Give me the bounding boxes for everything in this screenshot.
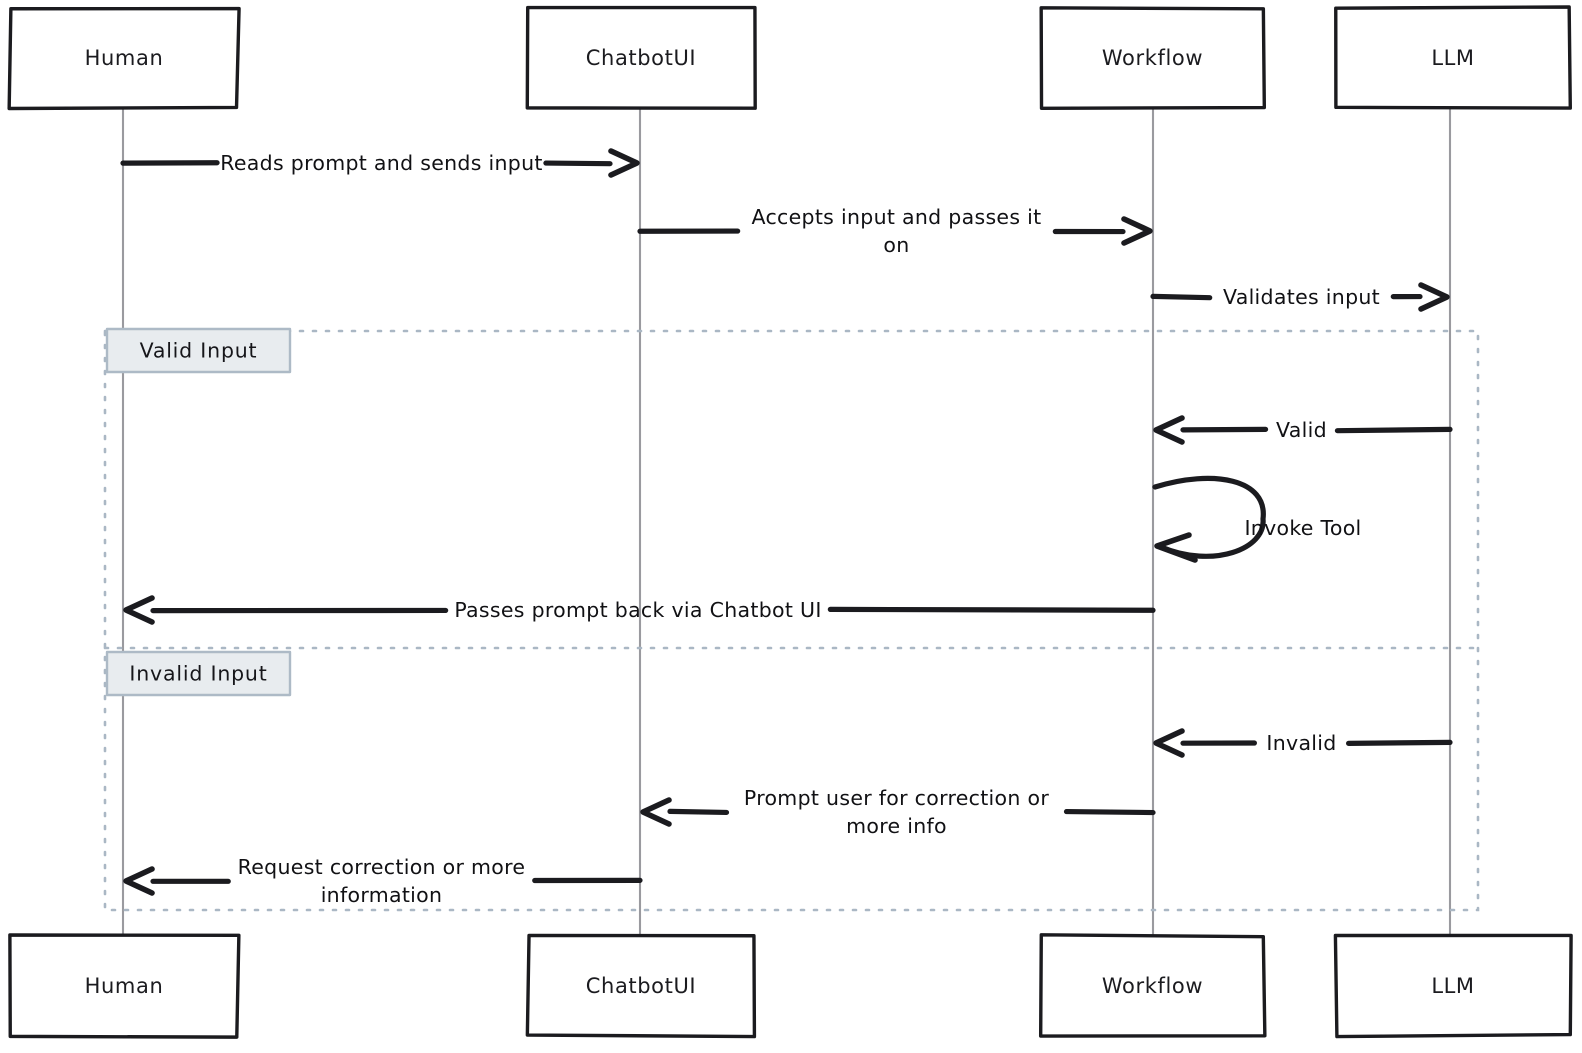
group-label-valid-input[interactable]: Valid Input [105, 327, 292, 374]
participant-box-workflow-top-outline [1039, 6, 1267, 110]
arrowhead-path [123, 595, 155, 625]
message-m6: Passes prompt back via Chatbot UI [123, 595, 1156, 625]
message-m4: Valid [1153, 415, 1453, 445]
message-m3: Validates input [1150, 282, 1450, 312]
participant-box-human-bottom-outline [8, 933, 241, 1039]
participant-chatbot-top[interactable]: ChatbotUI [525, 5, 757, 110]
participant-box-llm-bottom-outline [1333, 933, 1573, 1039]
participant-box-human-top [7, 6, 241, 111]
arrowhead-path [1153, 728, 1185, 758]
participant-human-top[interactable]: Human [7, 6, 241, 111]
participant-box-chatbot-top [525, 5, 757, 110]
message-label-m1: Reads prompt and sends input [220, 151, 543, 175]
message-m9: Request correction or more information [123, 855, 643, 907]
message-label-m7: Invalid [1266, 731, 1336, 755]
participant-llm-top[interactable]: LLM [1334, 5, 1572, 110]
participant-label-workflow-top: Workflow [1102, 46, 1203, 70]
participant-box-llm-top-outline [1334, 5, 1572, 110]
message-m2: Accepts input and passes it on [637, 205, 1153, 257]
message-label-m2-line2: on [883, 233, 909, 257]
arrowhead-path [1418, 282, 1450, 312]
group-label-box-invalid-input [105, 650, 292, 697]
message-m8: Prompt user for correction or more info [640, 786, 1156, 838]
message-m7: Invalid [1153, 728, 1453, 758]
participant-box-human-bottom [8, 933, 241, 1039]
participant-box-chatbot-bottom-outline [525, 933, 757, 1039]
message-line-m8-1 [667, 808, 730, 816]
participant-chatbot-bottom[interactable]: ChatbotUI [525, 933, 757, 1039]
participant-box-workflow-bottom-outline [1038, 933, 1267, 1038]
lifelines-layer [121, 108, 1452, 936]
arrowhead-path [123, 866, 155, 896]
participant-workflow-bottom[interactable]: Workflow [1038, 933, 1267, 1038]
message-m1: Reads prompt and sends input [120, 148, 640, 178]
arrowhead-path [1153, 415, 1185, 445]
arrowhead-icon [1153, 728, 1185, 758]
participant-label-llm-top: LLM [1431, 46, 1474, 70]
arrowhead-path [640, 797, 672, 827]
message-label-m6: Passes prompt back via Chatbot UI [454, 598, 821, 622]
message-label-m5: Invoke Tool [1244, 516, 1361, 540]
arrowhead-icon [1418, 282, 1450, 312]
message-line-m7-0 [1346, 739, 1453, 746]
participant-box-workflow-bottom [1038, 933, 1267, 1038]
message-label-m9-line1: Request correction or more [238, 855, 526, 879]
group-label-box-valid-input [105, 327, 292, 374]
participant-box-chatbot-bottom [525, 933, 757, 1039]
group-label-invalid-input[interactable]: Invalid Input [105, 650, 292, 697]
participant-label-workflow-bottom: Workflow [1102, 974, 1203, 998]
group-label-text-valid-input: Valid Input [140, 339, 258, 363]
participant-human-bottom[interactable]: Human [8, 933, 241, 1039]
arrowhead-icon [1153, 415, 1185, 445]
group-fragment-rect [103, 329, 1480, 912]
message-label-m3: Validates input [1223, 285, 1380, 309]
arrowhead-icon [123, 595, 155, 625]
participant-label-chatbot-bottom: ChatbotUI [586, 974, 696, 998]
arrowhead-path [608, 148, 640, 178]
participant-box-llm-top [1334, 5, 1572, 110]
participant-label-human-bottom: Human [85, 974, 164, 998]
message-label-m8-line2: more info [846, 814, 947, 838]
participant-label-chatbot-top: ChatbotUI [586, 46, 696, 70]
message-label-m4: Valid [1276, 418, 1327, 442]
group-label-text-invalid-input: Invalid Input [129, 662, 267, 686]
participant-label-llm-bottom: LLM [1431, 974, 1474, 998]
participant-box-chatbot-top-outline [525, 5, 757, 110]
participant-box-workflow-top [1039, 6, 1267, 110]
arrowhead-icon [640, 797, 672, 827]
message-line-m3-0 [1150, 293, 1213, 301]
message-label-m8-line1: Prompt user for correction or [744, 786, 1049, 810]
message-line-m1-1 [543, 160, 613, 167]
participant-boxes-top: Human ChatbotUI Workflow LLM [7, 5, 1572, 111]
participant-workflow-top[interactable]: Workflow [1039, 6, 1267, 110]
participant-box-llm-bottom [1333, 933, 1573, 1039]
selfloop-path [1152, 475, 1266, 559]
message-label-m9-line2: information [321, 883, 443, 907]
selfloop-arrowhead-icon [1154, 532, 1198, 563]
message-m5: Invoke Tool [1152, 475, 1361, 563]
group-fragments-layer [103, 329, 1480, 912]
participant-label-human-top: Human [85, 46, 164, 70]
arrowhead-icon [123, 866, 155, 896]
message-line-m8-0 [1063, 808, 1156, 816]
participant-llm-bottom[interactable]: LLM [1333, 933, 1573, 1039]
arrowhead-path [1121, 216, 1153, 246]
message-label-m2-line1: Accepts input and passes it [752, 205, 1042, 229]
message-line-m6-0 [827, 606, 1156, 613]
participant-boxes-bottom: Human ChatbotUI Workflow LLM [8, 933, 1573, 1039]
participant-box-human-top-outline [7, 6, 241, 111]
message-line-m4-0 [1334, 426, 1453, 434]
arrowhead-icon [608, 148, 640, 178]
arrowhead-icon [1121, 216, 1153, 246]
